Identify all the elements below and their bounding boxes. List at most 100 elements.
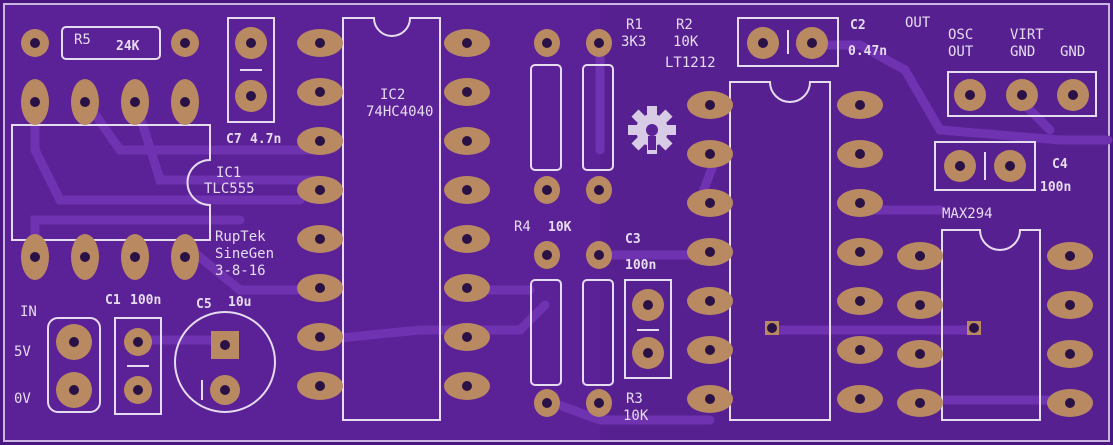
pad-hole [594,398,604,408]
pad-hole [807,38,817,48]
pad-hole [315,234,325,244]
virt-label-2: GND [1010,44,1036,60]
pad-hole [30,97,40,107]
via-hole [969,323,979,333]
pad-hole [705,149,715,159]
c1-value: 100n [130,293,162,308]
pad-hole [80,252,90,262]
in-label: IN [20,304,37,320]
pad-hole [915,300,925,310]
r4-outline [530,279,562,386]
pad-hole [462,38,472,48]
r5-label: R5 [74,32,91,48]
pad-hole [915,251,925,261]
r4-value: 10K [548,220,572,235]
pad-hole [1065,398,1075,408]
r2-value: 10K [673,34,699,50]
r1-value: 3K3 [621,34,647,50]
r2-outline [582,64,614,171]
r5-value: 24K [116,39,140,54]
pad-hole [80,97,90,107]
c1-outline [114,317,162,415]
brand-line-1: RupTek [215,229,266,245]
pad-hole [1065,251,1075,261]
pad-hole [705,345,715,355]
out-connector-outline [947,71,1097,117]
ic2-part: 74HC4040 [366,104,434,120]
pad-hole [955,161,965,171]
pad-hole [855,198,865,208]
r1-label: R1 [626,17,643,33]
pad-hole [705,247,715,257]
pad-hole [542,250,552,260]
r4-label: R4 [514,219,531,235]
pad-hole [315,38,325,48]
r2-label: R2 [676,17,693,33]
pad-hole [1005,161,1015,171]
r3-value: 10K [623,408,649,424]
c5-label: C5 [196,297,212,312]
5v-label: 5V [14,344,31,360]
ic2-outline [342,17,441,421]
pad-hole [462,87,472,97]
pad-hole [542,38,552,48]
c2-label: C2 [850,18,866,33]
pad-hole [69,385,79,395]
ic1-label: IC1 [216,165,242,181]
pad-hole [315,185,325,195]
solder-pads [21,27,1093,417]
pad-hole [315,87,325,97]
pad-hole [133,337,143,347]
pad-hole [1065,300,1075,310]
gnd-label: GND [1060,44,1086,60]
open-hardware-gear-icon [628,106,676,154]
c2-outline [737,17,839,67]
r3-label: R3 [626,391,643,407]
pad-hole [220,340,230,350]
pad-hole [180,252,190,262]
pad-hole [594,185,604,195]
pad-hole [542,185,552,195]
pad-hole [315,381,325,391]
pad-hole [594,250,604,260]
pad-hole [855,296,865,306]
pad-hole [1068,90,1078,100]
pad-hole [69,337,79,347]
osc-label-1: OSC [948,27,974,43]
pad-hole [915,398,925,408]
pad-hole [130,252,140,262]
c7-outline [227,17,275,123]
c1-label: C1 [105,293,121,308]
brand-line-3: 3-8-16 [215,263,266,279]
c3-outline [624,279,672,379]
osc-label-2: OUT [948,44,974,60]
pad-hole [30,252,40,262]
silkscreen [11,17,1097,421]
c3-label: C3 [625,232,641,247]
c4-label: C4 [1052,157,1068,172]
c2-value: 0.47n [848,44,888,59]
ic1-outline [11,124,211,241]
pad-hole [30,38,40,48]
pad-hole [462,381,472,391]
pad-hole [462,136,472,146]
brand-line-2: SineGen [215,246,275,262]
max294-outline [941,229,1041,421]
pad-hole [705,296,715,306]
pad-hole [180,38,190,48]
pad-hole [180,97,190,107]
pad-hole [462,332,472,342]
0v-label: 0V [14,391,31,407]
pad-hole [1017,90,1027,100]
pad-hole [855,394,865,404]
pad-hole [915,349,925,359]
pad-hole [643,300,653,310]
pad-hole [705,100,715,110]
pad-hole [758,38,768,48]
c3-value: 100n [625,258,657,273]
pad-hole [315,136,325,146]
lt1212-outline [729,81,831,421]
c7-label: C7 [226,132,242,147]
pad-hole [133,385,143,395]
virt-label-1: VIRT [1010,27,1044,43]
